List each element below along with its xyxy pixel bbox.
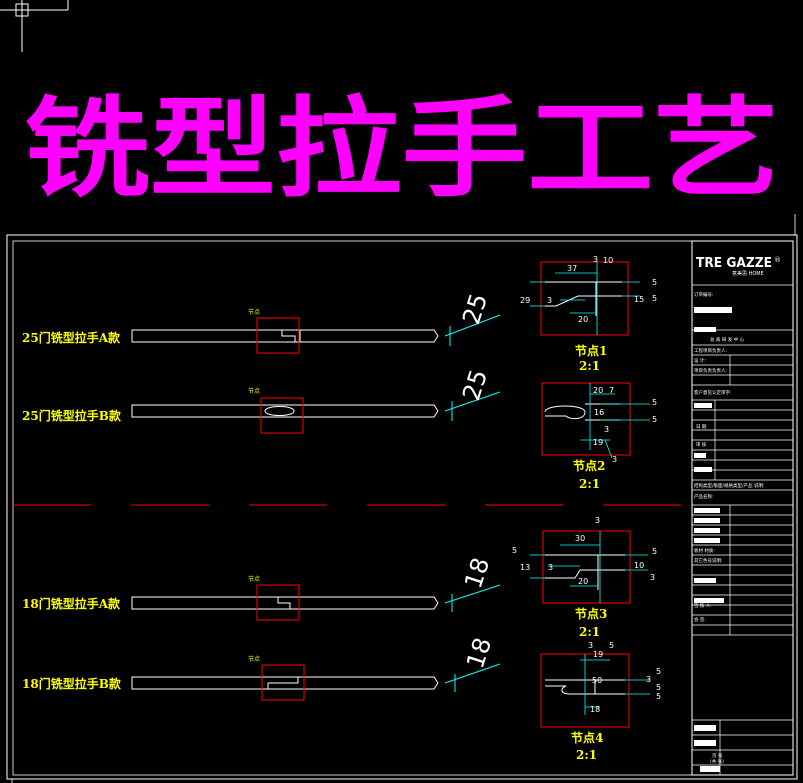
profile-row: 18门铣型拉手B款 节点 18 xyxy=(22,634,501,701)
dept-label: 部门型号: xyxy=(694,577,714,584)
node-marker: 节点 xyxy=(248,655,260,663)
dimension-value: 3 xyxy=(593,255,598,264)
approve-label: 会 签: xyxy=(694,616,706,623)
color-label: 其它色号说明: xyxy=(694,557,723,564)
dimension-value: 5 xyxy=(652,294,657,303)
dimension-value: 3 xyxy=(548,563,553,572)
dimension-value: 5 xyxy=(652,278,657,287)
dimension-value: 30 xyxy=(575,534,585,543)
dimension-value: 3 xyxy=(646,675,651,684)
detail-name: 节点3 xyxy=(575,606,607,621)
dimension-value: 10 xyxy=(603,256,613,265)
dimension-value: 5 xyxy=(656,683,661,692)
logo-registered: ® xyxy=(774,256,781,264)
review-label: 审 核 xyxy=(696,441,707,448)
dimension-value: 3 xyxy=(588,641,593,650)
dimension-value: 20 xyxy=(578,315,588,324)
detail-name: 节点2 xyxy=(573,458,605,473)
thickness-label: 18 xyxy=(461,634,497,672)
dimension-value: 5 xyxy=(609,641,614,650)
node-box xyxy=(261,664,305,701)
confirm-label: 客户意见认定审字: xyxy=(694,389,732,396)
dimension-value: 10 xyxy=(634,561,644,570)
dimension-value: 19 xyxy=(593,650,603,659)
profile-row: 25门铣型拉手B款 节点 25 xyxy=(22,366,501,434)
detail-name: 节点4 xyxy=(571,730,603,745)
dimension-value: 3 xyxy=(595,516,600,525)
dimension-value: 5 xyxy=(512,546,517,555)
sheet-label: (共 张) xyxy=(710,758,724,765)
detail-view: 37 3 10 5 29 3 15 5 20 节点1 2:1 xyxy=(520,255,657,373)
dimension-value: 3 xyxy=(604,425,609,434)
detail-scale: 2:1 xyxy=(579,359,600,373)
dimension-value: 3 xyxy=(650,573,655,582)
detail-view: 30 3 5 5 13 3 10 3 20 节点3 2:1 xyxy=(512,516,657,639)
detail-scale: 2:1 xyxy=(579,625,600,639)
page-label: 页 张 xyxy=(712,752,723,759)
dimension-value: 20 xyxy=(578,577,588,586)
profile-label: 18门铣型拉手A款 xyxy=(22,596,121,611)
profile-label: 18门铣型拉手B款 xyxy=(22,676,122,691)
node-box xyxy=(256,317,300,354)
dimension-value: 5 xyxy=(656,667,661,676)
dimension-value: 5 xyxy=(652,547,657,556)
dimension-value: 19 xyxy=(593,438,603,447)
dimension-value: 16 xyxy=(594,408,604,417)
node-marker: 节点 xyxy=(248,308,260,316)
design-label: 设 计: xyxy=(694,357,706,364)
profile-row: 25门铣型拉手A款 节点 25 xyxy=(22,290,501,354)
dimension-value: 3 xyxy=(612,455,617,464)
detail-scale: 2:1 xyxy=(579,477,600,491)
drawing-frame xyxy=(6,214,798,783)
detail-view: 20 7 16 5 5 3 19 3 节点2 2:1 xyxy=(541,382,657,491)
page-title: 铣型拉手工艺 xyxy=(24,86,779,212)
logo-tagline: 意美思·HOME xyxy=(732,270,764,277)
thickness-label: 18 xyxy=(459,554,495,592)
node-box xyxy=(260,397,304,434)
order-no-label: 订单编号: xyxy=(694,291,714,298)
thickness-label: 25 xyxy=(457,290,493,328)
center-label: 总 裁 研 发 中 心 xyxy=(710,336,745,343)
company-logo: TRE GAZZE xyxy=(696,256,772,271)
pm-label: 工程项目负责人: xyxy=(694,347,727,354)
product-label: 产品名称: xyxy=(694,493,714,500)
dimension-value: 5 xyxy=(652,415,657,424)
profile-row: 18门铣型拉手A款 节点 18 xyxy=(22,554,501,621)
date-label: 日 期 xyxy=(696,424,707,430)
node-marker: 节点 xyxy=(248,575,260,583)
dimension-value: 3 xyxy=(547,296,552,305)
dimension-value: 5 xyxy=(652,398,657,407)
detail-scale: 2:1 xyxy=(576,748,597,762)
dimension-value: 18 xyxy=(590,705,600,714)
dimension-value: 5 xyxy=(656,692,661,701)
person-label: 签 核 人: xyxy=(694,602,712,609)
title-block: TRE GAZZE ® 意美思·HOME xyxy=(691,240,794,776)
dimension-value: 20 xyxy=(593,386,603,395)
dimension-value: 7 xyxy=(609,386,614,395)
material-label: 板材 材质: xyxy=(694,547,715,554)
profile-label: 25门铣型拉手B款 xyxy=(22,408,122,423)
chief-label: 项目负责负责人: xyxy=(694,367,727,374)
node-box xyxy=(256,584,300,621)
detail-view: 3 19 5 50 5 3 18 5 5 节点4 2:1 xyxy=(540,641,661,762)
dimension-value: 13 xyxy=(520,563,530,572)
node-marker: 节点 xyxy=(248,387,260,395)
dimension-value: 37 xyxy=(567,264,577,273)
crosshair-cursor-icon xyxy=(0,0,69,52)
dimension-value: 29 xyxy=(520,296,530,305)
dimension-value: 15 xyxy=(634,295,644,304)
profile-label: 25门铣型拉手A款 xyxy=(22,330,121,345)
detail-name: 节点1 xyxy=(575,343,607,358)
dimension-value: 50 xyxy=(592,676,602,685)
category-label: 结构类型/版面/规格类型/产品 说明: xyxy=(694,482,765,489)
thickness-label: 25 xyxy=(457,366,493,404)
